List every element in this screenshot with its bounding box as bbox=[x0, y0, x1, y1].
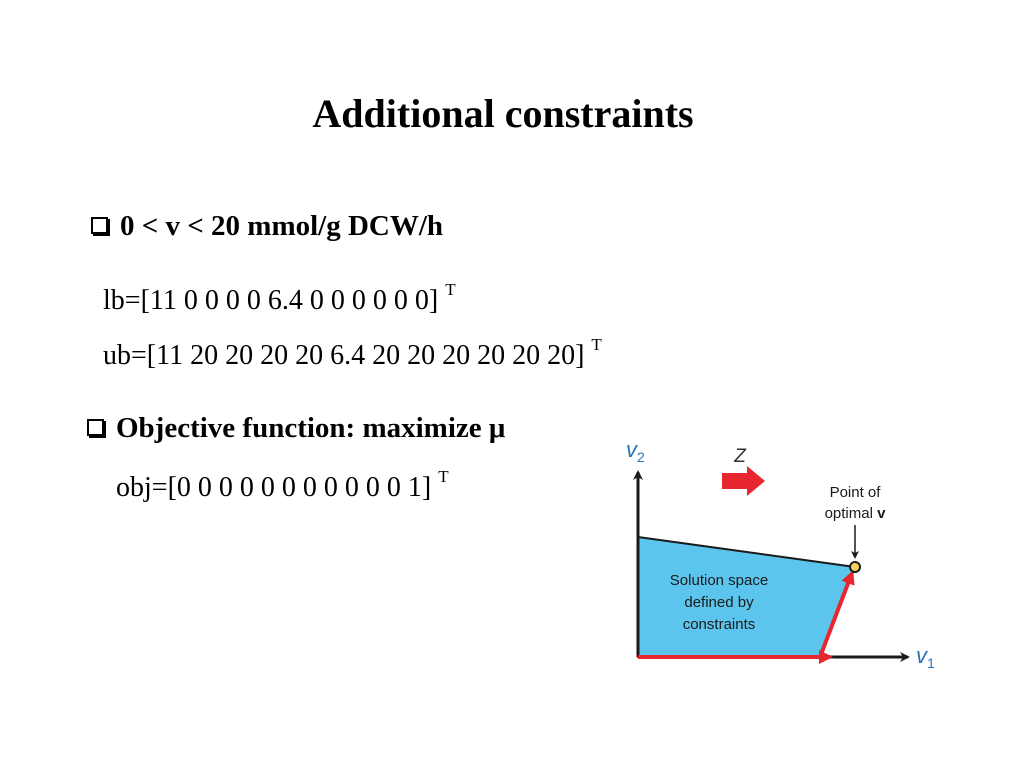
slide-title: Additional constraints bbox=[312, 91, 694, 136]
upper-bound-vector: ub=[11 20 20 20 20 6.4 20 20 20 20 20 20… bbox=[103, 335, 602, 374]
y-axis-label: v2 bbox=[626, 437, 645, 465]
bullet-flux-bounds-text: 0 < v < 20 mmol/g DCW/h bbox=[120, 210, 444, 242]
upper-bound-text: ub=[11 20 20 20 20 6.4 20 20 20 20 20 20… bbox=[103, 340, 585, 371]
region-label-line1: Solution space bbox=[670, 572, 768, 589]
optimal-point-label-line2: optimal v bbox=[825, 505, 887, 522]
bullet-objective: Objective function: maximize μ bbox=[87, 410, 505, 446]
lower-bound-transpose: T bbox=[445, 280, 456, 299]
optimal-point-label-line1: Point of bbox=[830, 484, 882, 501]
objective-direction-arrow bbox=[722, 466, 765, 496]
lower-bound-vector: lb=[11 0 0 0 0 6.4 0 0 0 0 0 0] T bbox=[103, 280, 456, 319]
checkbox-bullet-icon bbox=[91, 217, 108, 234]
bullet-flux-bounds: 0 < v < 20 mmol/g DCW/h bbox=[91, 208, 443, 244]
region-label-line2: defined by bbox=[684, 594, 754, 611]
x-axis-label: v1 bbox=[916, 643, 935, 671]
upper-bound-transpose: T bbox=[591, 335, 602, 354]
region-label-line3: constraints bbox=[683, 616, 756, 633]
bullet-objective-text: Objective function: maximize μ bbox=[116, 412, 506, 444]
objective-direction-label: Z bbox=[733, 446, 747, 467]
checkbox-bullet-icon bbox=[87, 419, 104, 436]
optimal-point bbox=[849, 561, 861, 573]
objective-text: obj=[0 0 0 0 0 0 0 0 0 0 0 1] bbox=[116, 472, 432, 503]
objective-transpose: T bbox=[438, 467, 449, 486]
objective-vector: obj=[0 0 0 0 0 0 0 0 0 0 0 1] T bbox=[116, 467, 449, 506]
path-to-optimum-arrow bbox=[818, 570, 855, 658]
solution-space-diagram: Z Point of optimal v Solution space defi… bbox=[626, 437, 935, 671]
lower-bound-text: lb=[11 0 0 0 0 6.4 0 0 0 0 0 0] bbox=[103, 285, 439, 316]
